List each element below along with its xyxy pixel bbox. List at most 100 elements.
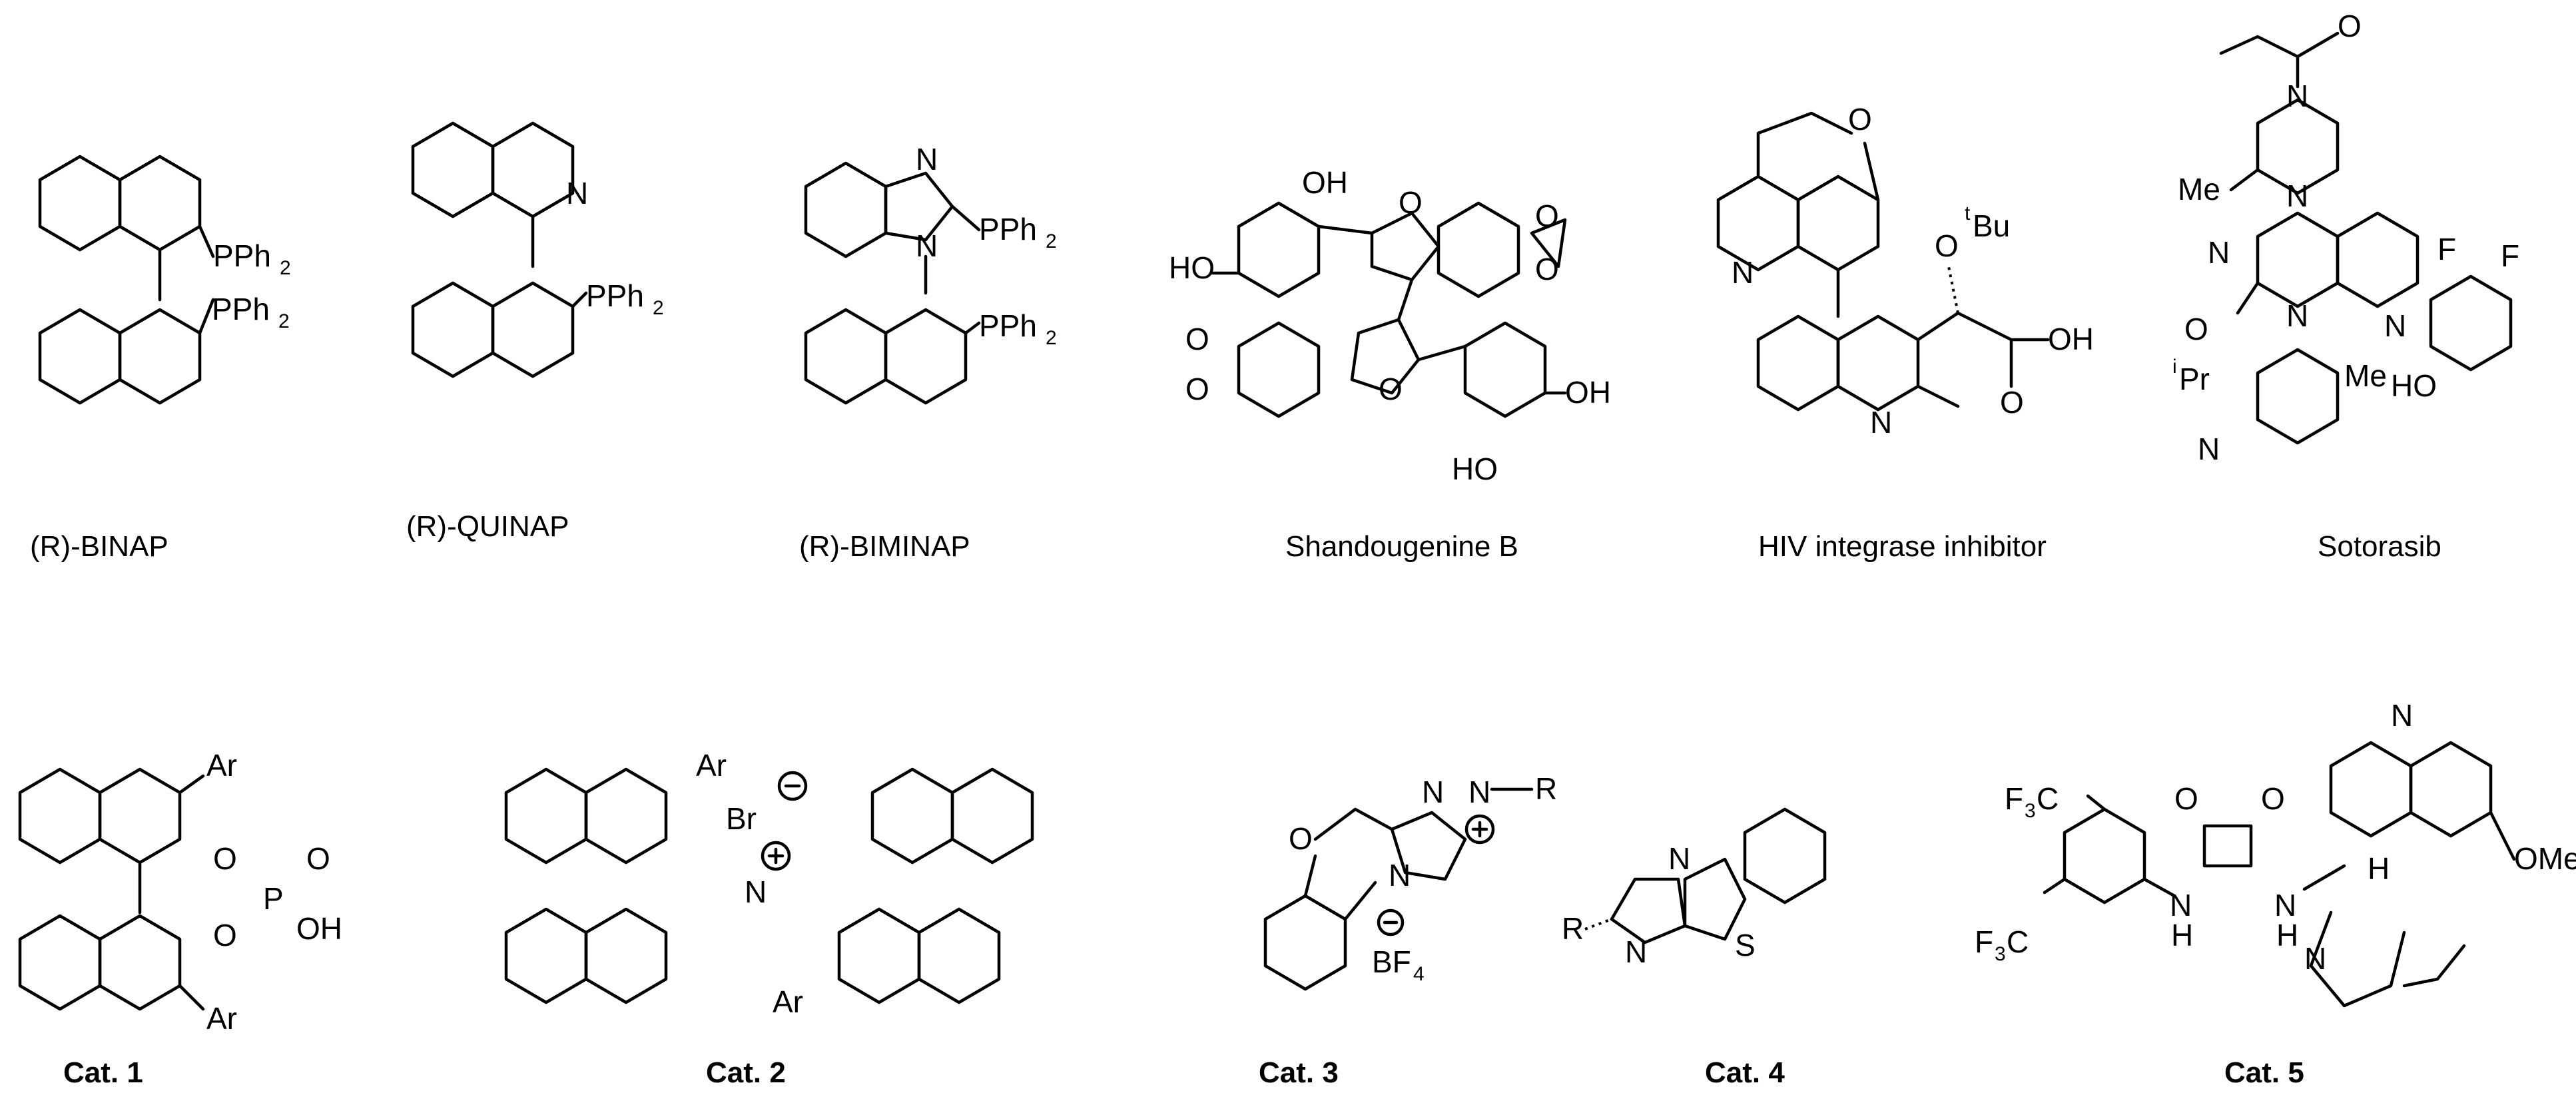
atom-o: O bbox=[1848, 102, 1872, 137]
atom-ome: OMe bbox=[2514, 841, 2576, 876]
atom-h: H bbox=[2171, 918, 2193, 952]
atom-n: N bbox=[566, 176, 588, 210]
atom-c: C bbox=[2037, 781, 2059, 816]
structure-biminap: N N PPh 2 PPh 2 (R)-BIMINAP bbox=[799, 142, 1057, 563]
atom-i: i bbox=[2172, 356, 2177, 378]
atom-n: N bbox=[745, 875, 767, 909]
atom-f3c-top: F bbox=[2005, 781, 2023, 816]
caption-shandougenine: Shandougenine B bbox=[1285, 530, 1518, 563]
atom-h: H bbox=[2276, 918, 2298, 952]
structure-cat3: O N N N R BF 4 Cat. 3 bbox=[1259, 771, 1557, 1089]
atom-pph2-bottom: PPh bbox=[212, 292, 270, 326]
atom-n: N bbox=[916, 142, 938, 177]
atom-o: O bbox=[1535, 252, 1559, 286]
atom-n: N bbox=[2304, 941, 2326, 976]
caption-hiv: HIV integrase inhibitor bbox=[1758, 530, 2047, 563]
caption-cat4: Cat. 4 bbox=[1705, 1056, 1785, 1089]
atom-n: N bbox=[1668, 841, 1690, 876]
atom-me: Me bbox=[2344, 358, 2387, 393]
atom-sub2: 2 bbox=[278, 310, 290, 332]
atom-n: N bbox=[2208, 235, 2230, 270]
structure-cat5: F 3 C F 3 C N H O O N H N OMe H N Cat. 5 bbox=[1975, 698, 2576, 1089]
atom-o: O bbox=[213, 918, 237, 952]
atom-sub3: 3 bbox=[1995, 943, 2006, 965]
atom-ho: HO bbox=[2391, 368, 2437, 403]
atom-n: N bbox=[2286, 79, 2308, 113]
atom-me: Me bbox=[2178, 172, 2220, 206]
atom-o: O bbox=[1185, 322, 1209, 356]
atom-n: N bbox=[2286, 179, 2308, 213]
atom-n: N bbox=[2274, 888, 2296, 922]
atom-n: N bbox=[2384, 308, 2406, 343]
atom-o: O bbox=[306, 841, 330, 876]
atom-f3c-bottom: F bbox=[1975, 924, 1993, 959]
atom-c: C bbox=[2007, 924, 2029, 959]
atom-f: F bbox=[2501, 238, 2519, 273]
atom-n: N bbox=[2391, 698, 2413, 733]
atom-f: F bbox=[2437, 232, 2456, 266]
atom-t: t bbox=[1965, 202, 1971, 224]
atom-o: O bbox=[2174, 781, 2198, 816]
atom-sub2: 2 bbox=[1046, 230, 1057, 252]
atom-o: O bbox=[2000, 385, 2024, 420]
structure-cat1: Ar Ar O O P O OH Cat. 1 bbox=[18, 748, 342, 1089]
atom-o: O bbox=[1399, 185, 1423, 220]
caption-cat3: Cat. 3 bbox=[1259, 1056, 1339, 1089]
structure-quinap: N PPh 2 (R)-QUINAP bbox=[406, 121, 664, 543]
atom-sub2: 2 bbox=[280, 257, 291, 279]
atom-n: N bbox=[1422, 775, 1444, 809]
atom-pph2: PPh bbox=[979, 308, 1037, 343]
caption-binap: (R)-BINAP bbox=[30, 530, 168, 563]
caption-cat5: Cat. 5 bbox=[2224, 1056, 2304, 1089]
atom-oh: OH bbox=[296, 911, 342, 946]
atom-o: O bbox=[2261, 781, 2285, 816]
atom-h: H bbox=[2368, 851, 2390, 886]
atom-ar: Ar bbox=[206, 748, 237, 783]
atom-p: P bbox=[263, 881, 284, 916]
atom-ar: Ar bbox=[773, 984, 803, 1019]
structure-binap: PPh 2 PPh 2 (R)-BINAP bbox=[30, 155, 291, 563]
structure-sotorasib: O N N Me N N O F N F HO i Pr N Me Sotora… bbox=[2172, 9, 2519, 563]
atom-ho: HO bbox=[1169, 250, 1215, 285]
atom-bf: BF bbox=[1372, 944, 1411, 979]
atom-pph2: PPh bbox=[586, 278, 644, 313]
atom-ar: Ar bbox=[206, 1001, 237, 1036]
atom-sub4: 4 bbox=[1413, 963, 1425, 985]
structure-cat2: Ar Br N Ar Cat. 2 bbox=[504, 748, 1034, 1089]
atom-o: O bbox=[1935, 228, 1959, 263]
atom-n: N bbox=[1732, 255, 1754, 290]
atom-n: N bbox=[1870, 405, 1892, 440]
atom-n: N bbox=[2198, 432, 2220, 466]
atom-o: O bbox=[1379, 372, 1403, 406]
atom-r: R bbox=[1535, 771, 1557, 806]
caption-cat1: Cat. 1 bbox=[63, 1056, 143, 1089]
atom-sub3: 3 bbox=[2025, 800, 2036, 822]
atom-o: O bbox=[2184, 312, 2208, 346]
atom-bu: Bu bbox=[1973, 208, 2010, 243]
atom-o: O bbox=[2338, 9, 2362, 43]
atom-s: S bbox=[1735, 928, 1756, 962]
atom-n: N bbox=[1625, 934, 1647, 969]
atom-o: O bbox=[213, 841, 237, 876]
atom-pph2: PPh bbox=[979, 212, 1037, 246]
atom-n: N bbox=[1389, 858, 1411, 893]
atom-o: O bbox=[1535, 198, 1559, 233]
atom-o: O bbox=[1185, 372, 1209, 406]
atom-ho: HO bbox=[1452, 452, 1498, 486]
atom-ar: Ar bbox=[696, 748, 727, 783]
atom-ipr: Pr bbox=[2179, 362, 2210, 396]
structure-hiv-integrase-inhibitor: N O N O t Bu O OH HIV integrase inhibito… bbox=[1716, 102, 2094, 563]
atom-br: Br bbox=[726, 801, 757, 836]
atom-n: N bbox=[2286, 298, 2308, 333]
atom-o: O bbox=[1289, 821, 1313, 856]
structure-cat4: R N N S Cat. 4 bbox=[1562, 807, 1827, 1089]
atom-r: R bbox=[1562, 911, 1584, 946]
atom-oh: OH bbox=[1565, 375, 1611, 410]
atom-pph2-top: PPh bbox=[213, 238, 271, 273]
caption-cat2: Cat. 2 bbox=[706, 1056, 786, 1089]
caption-quinap: (R)-QUINAP bbox=[406, 510, 569, 543]
caption-biminap: (R)-BIMINAP bbox=[799, 530, 970, 563]
atom-sub2: 2 bbox=[1046, 327, 1057, 349]
caption-sotorasib: Sotorasib bbox=[2318, 530, 2441, 563]
